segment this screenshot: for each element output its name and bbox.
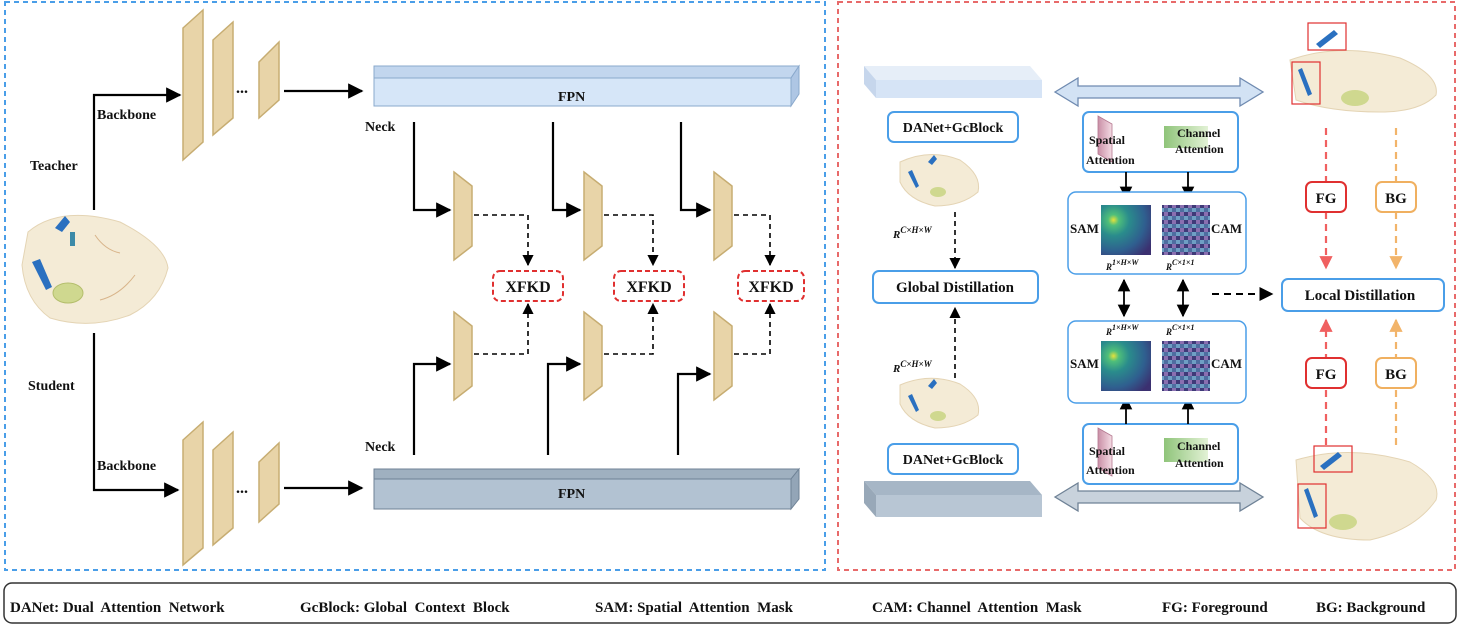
svg-text:Attention: Attention	[1175, 142, 1224, 156]
legend-cam: CAM: Channel Attention Mask	[872, 600, 1082, 616]
local-distillation-box: Local Distillation	[1281, 278, 1445, 312]
double-arrow-bottom	[1053, 481, 1265, 513]
teacher-label: Teacher	[30, 159, 78, 174]
neck-label-bottom: Neck	[365, 440, 396, 455]
left-panel-border	[4, 1, 826, 571]
feature-dim-bottom: RC×H×W	[892, 359, 933, 375]
svg-text:R1×H×W: R1×H×W	[1105, 323, 1139, 337]
bg-badge-top: BG	[1375, 181, 1417, 213]
neck-student-paths	[412, 356, 712, 455]
fg-badge-top: FG	[1305, 181, 1347, 213]
svg-text:Global Distillation: Global Distillation	[896, 280, 1015, 296]
baggage-scan-image	[21, 214, 169, 324]
svg-text:Spatial: Spatial	[1089, 444, 1126, 458]
neck-blocks	[453, 170, 733, 402]
mask-box-bottom: SAM CAM R1×H×W RC×1×1	[1067, 320, 1247, 404]
ellipsis-bottom: ...	[236, 480, 248, 497]
student-label: Student	[28, 379, 75, 394]
backbone-label-bottom: Backbone	[97, 459, 156, 474]
student-trunk-line	[92, 333, 180, 498]
student-feature-slab	[864, 481, 1042, 517]
svg-text:Local Distillation: Local Distillation	[1305, 288, 1416, 304]
svg-text:XFKD: XFKD	[748, 279, 793, 296]
teacher-scan-with-boxes	[1289, 22, 1437, 113]
legend-fg: FG: Foreground	[1162, 600, 1268, 616]
legend-gcblock: GcBlock: Global Context Block	[300, 600, 510, 616]
legend-box	[3, 582, 1457, 624]
fpn-label-top: FPN	[558, 90, 585, 105]
svg-text:SAM: SAM	[1070, 356, 1099, 371]
svg-text:BG: BG	[1385, 191, 1407, 207]
svg-text:XFKD: XFKD	[626, 279, 671, 296]
mask-bidirectional-arrows	[1117, 278, 1190, 318]
svg-text:R1×H×W: R1×H×W	[1105, 258, 1139, 272]
xfkd-box-2: XFKD	[613, 270, 685, 302]
right-panel-border	[837, 1, 1456, 571]
legend-sam: SAM: Spatial Attention Mask	[595, 600, 794, 616]
xfkd-box-1: XFKD	[492, 270, 564, 302]
svg-text:Spatial: Spatial	[1089, 133, 1126, 147]
danet-box-top: DANet+GcBlock	[887, 111, 1019, 143]
svg-text:Attention: Attention	[1086, 463, 1135, 477]
ellipsis-top: ...	[236, 80, 248, 97]
backbone-blocks-bottom	[182, 420, 280, 567]
double-arrow-top	[1053, 76, 1265, 108]
teacher-scan-thumbnail	[899, 154, 980, 207]
legend-danet: DANet: Dual Attention Network	[10, 600, 225, 616]
danet-box-bottom: DANet+GcBlock	[887, 443, 1019, 475]
student-scan-with-boxes	[1295, 445, 1438, 541]
teacher-trunk-line	[92, 87, 182, 210]
svg-text:DANet+GcBlock: DANet+GcBlock	[903, 121, 1004, 136]
student-scan-thumbnail	[899, 377, 980, 429]
fpn-block-top	[373, 64, 800, 108]
attention-box-bottom: Spatial Attention Channel Attention	[1082, 423, 1239, 485]
svg-text:Attention: Attention	[1175, 456, 1224, 470]
backbone-blocks-top	[182, 8, 280, 162]
mask-box-top: SAM CAM R1×H×W RC×1×1	[1067, 191, 1247, 275]
svg-text:Attention: Attention	[1086, 153, 1135, 167]
fpn-block-bottom	[373, 467, 801, 511]
svg-text:XFKD: XFKD	[505, 279, 550, 296]
svg-text:Channel: Channel	[1177, 439, 1221, 453]
legend-bg: BG: Background	[1316, 600, 1426, 616]
neck-label-top: Neck	[365, 120, 396, 135]
teacher-feature-slab	[864, 66, 1042, 98]
svg-text:DANet+GcBlock: DANet+GcBlock	[903, 453, 1004, 468]
svg-text:CAM: CAM	[1211, 221, 1242, 236]
svg-text:FG: FG	[1316, 191, 1337, 207]
svg-text:Channel: Channel	[1177, 126, 1221, 140]
xfkd-box-3: XFKD	[737, 270, 805, 302]
attention-box-top: Spatial Attention Channel Attention	[1082, 111, 1239, 173]
fg-badge-bottom: FG	[1305, 357, 1347, 389]
svg-text:SAM: SAM	[1070, 221, 1099, 236]
neck-teacher-paths	[412, 122, 712, 218]
svg-text:FG: FG	[1316, 367, 1337, 383]
global-distillation-box: Global Distillation	[872, 270, 1039, 304]
xfkd-dashed-arrows	[474, 214, 776, 355]
backbone-label-top: Backbone	[97, 108, 156, 123]
feature-dim-top: RC×H×W	[892, 225, 933, 241]
svg-text:BG: BG	[1385, 367, 1407, 383]
svg-text:CAM: CAM	[1211, 356, 1242, 371]
bg-badge-bottom: BG	[1375, 357, 1417, 389]
svg-text:RC×1×1: RC×1×1	[1165, 323, 1194, 337]
fpn-label-bottom: FPN	[558, 487, 585, 502]
svg-text:RC×1×1: RC×1×1	[1165, 258, 1194, 272]
